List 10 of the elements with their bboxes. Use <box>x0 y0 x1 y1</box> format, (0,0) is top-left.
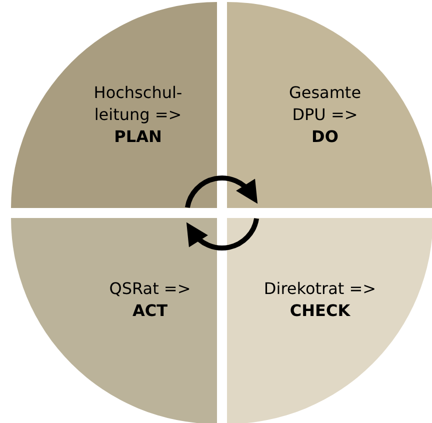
phase-label: PLAN <box>113 126 163 148</box>
cycle-arrow <box>186 218 259 250</box>
phase-label: DO <box>310 126 340 148</box>
role-label: QSRat => <box>108 278 192 300</box>
role-label: Direkotrat => <box>262 278 378 300</box>
phase-label: ACT <box>131 300 169 322</box>
role-label: Gesamte DPU => <box>288 82 362 126</box>
cycle-arrow <box>185 176 258 208</box>
phase-label: CHECK <box>288 300 352 322</box>
role-label: Hochschul- leitung => <box>92 82 184 126</box>
